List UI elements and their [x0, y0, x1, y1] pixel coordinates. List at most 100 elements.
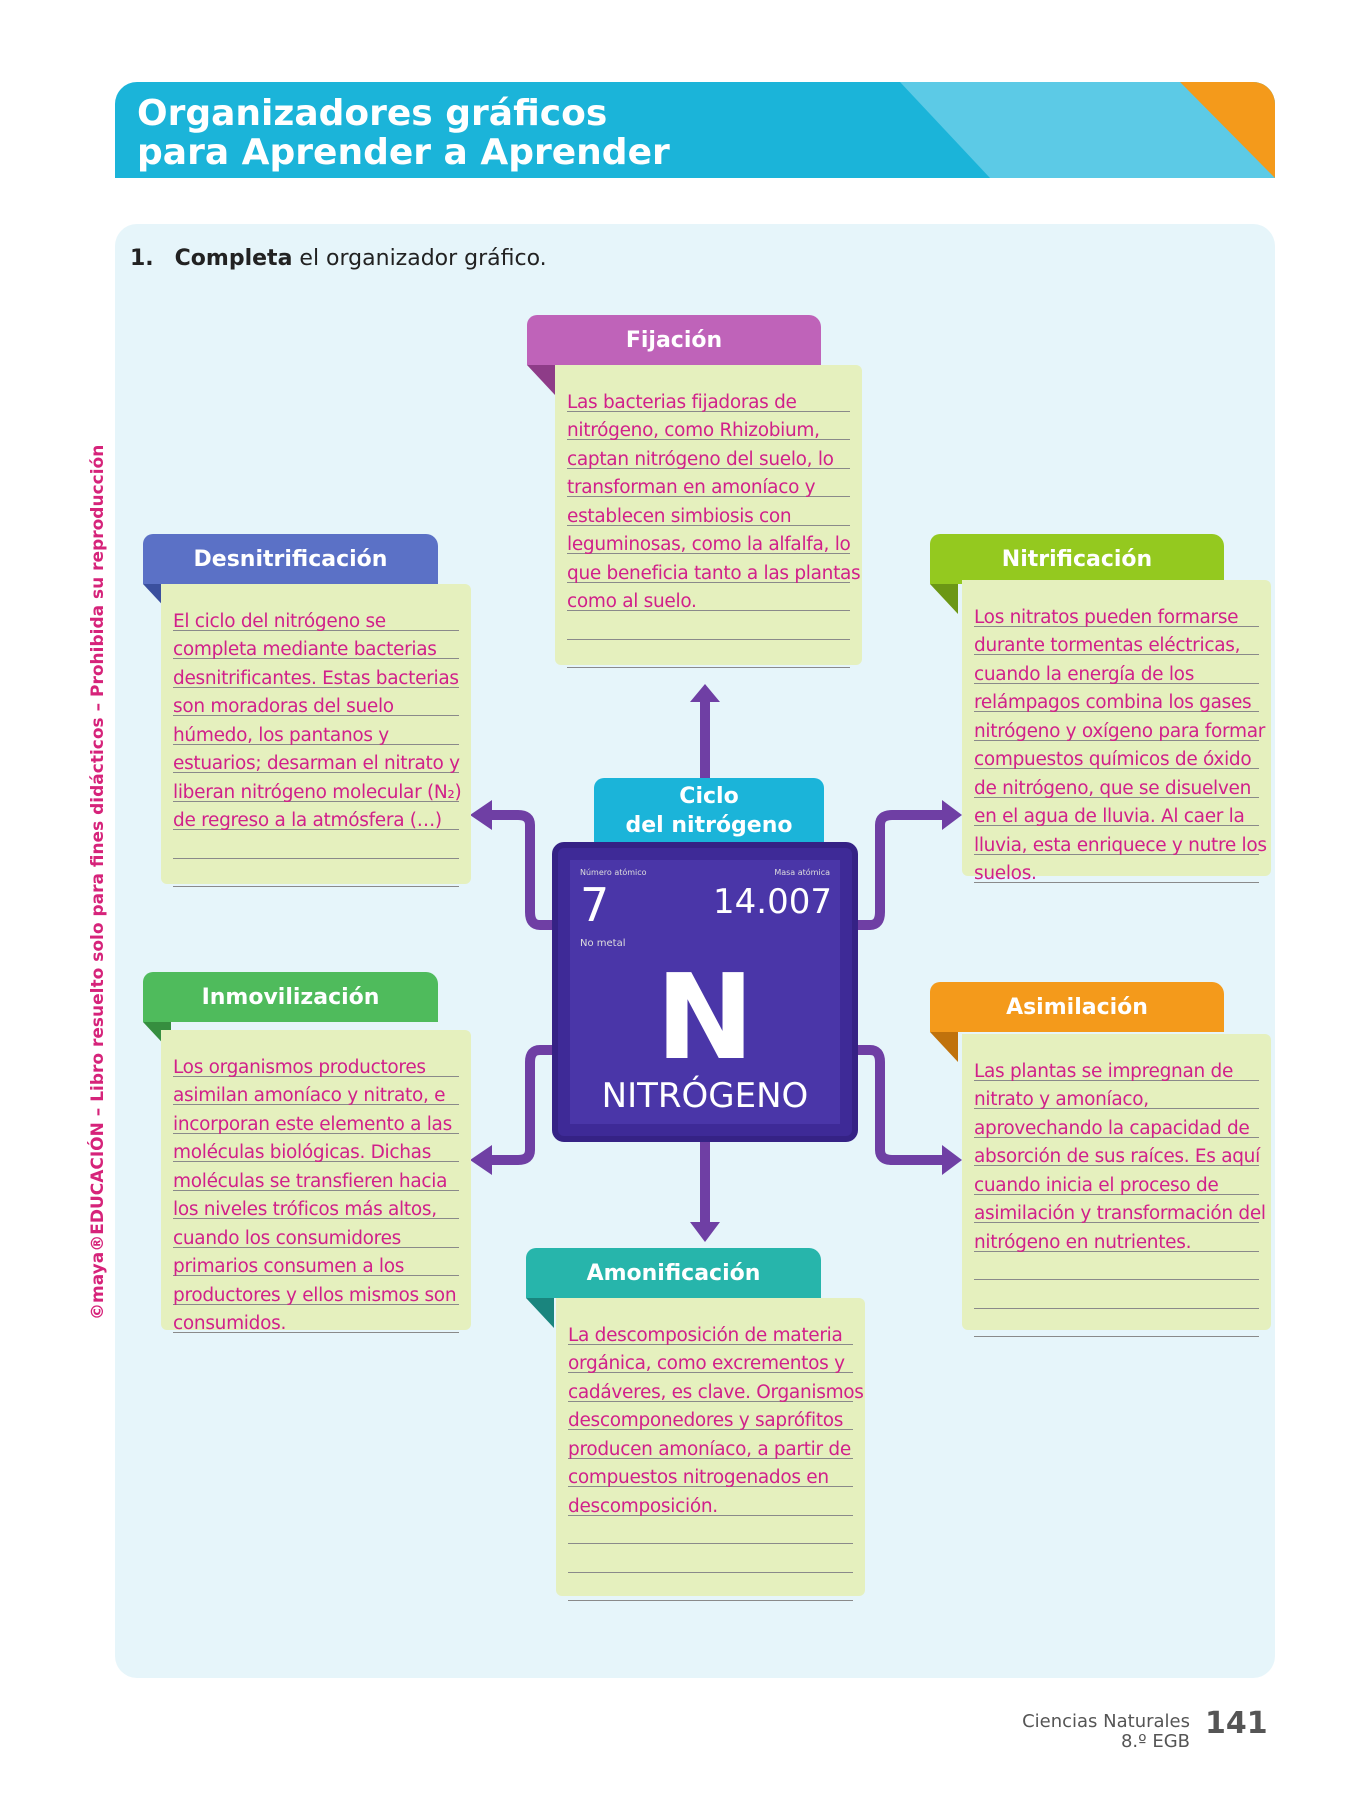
- center-title-tab: Ciclo del nitrógeno: [594, 778, 824, 844]
- desnitrificacion-tab: Desnitrificación: [143, 534, 438, 584]
- answer-text: nitrato y amoníaco,: [974, 1089, 1149, 1110]
- atomic-number-label: Número atómico: [580, 868, 647, 877]
- element-symbol: N: [655, 948, 755, 1086]
- answer-text: de nitrógeno, que se disuelven: [974, 777, 1252, 799]
- page-number: 141: [1205, 1706, 1268, 1741]
- answer-line: Los organismos productores: [173, 1048, 459, 1078]
- answer-text: transforman en amoníaco y: [567, 477, 816, 498]
- answer-line: húmedo, los pantanos y: [173, 716, 459, 746]
- inmovilizacion-tab: Inmovilización: [143, 972, 438, 1022]
- answer-line: de regreso a la atmósfera (…): [173, 802, 459, 831]
- dua-badge: DUA Acción y expresión: [950, 22, 1240, 74]
- answer-text: son moradoras del suelo: [173, 696, 394, 717]
- answer-line: nitrógeno y oxígeno para formar: [974, 712, 1265, 742]
- answer-text: cuando la energía de los: [974, 663, 1195, 685]
- nitrificacion-answer-lines: Los nitratos pueden formarse durante torm…: [974, 598, 1267, 884]
- fijacion-tab: Fijación: [527, 315, 821, 365]
- answer-line: [567, 611, 850, 640]
- answer-line: [568, 1516, 853, 1544]
- answer-line: Los nitratos pueden formarse: [974, 598, 1259, 628]
- nitrificacion-tab: Nitrificación: [930, 534, 1224, 584]
- asimilacion-box: Las plantas se impregnan de nitrato y amo…: [962, 1034, 1271, 1337]
- answer-text: productores y ellos mismos son: [173, 1284, 457, 1306]
- answer-line: los niveles tróficos más altos,: [173, 1191, 459, 1220]
- answer-text: estuarios; desarman el nitrato y: [173, 753, 460, 774]
- answer-line: [974, 1280, 1259, 1309]
- instruction: 1. Completa el organizador gráfico.: [130, 246, 547, 271]
- answer-text: incorporan este elemento a las: [173, 1113, 452, 1135]
- answer-text: El ciclo del nitrógeno se: [173, 610, 386, 632]
- answer-text: absorción de sus raíces. Es aquí: [974, 1146, 1260, 1167]
- element-name: NITRÓGENO: [601, 1076, 809, 1116]
- nitrificacion-box: Los nitratos pueden formarse durante torm…: [962, 580, 1271, 884]
- answer-text: compuestos químicos de óxido: [974, 749, 1252, 770]
- answer-line: como al suelo.: [567, 583, 850, 612]
- answer-text: moléculas se transfieren hacia: [173, 1170, 448, 1192]
- answer-line: cuando los consumidores: [173, 1219, 459, 1249]
- dua-label: DUA: [1066, 22, 1124, 50]
- atomic-number: 7: [580, 878, 610, 932]
- answer-text: descomponedores y saprófitos: [568, 1410, 844, 1431]
- answer-text: desnitrificantes. Estas bacterias: [173, 667, 459, 689]
- answer-text: producen amoníaco, a partir de: [568, 1438, 851, 1460]
- answer-line: orgánica, como excrementos y: [568, 1345, 853, 1374]
- answer-text: los niveles tróficos más altos,: [173, 1199, 437, 1220]
- answer-text: consumidos.: [173, 1313, 287, 1334]
- answer-line: Las bacterias fijadoras de: [567, 383, 850, 413]
- answer-text: captan nitrógeno del suelo, lo: [567, 448, 834, 470]
- answer-line: de nitrógeno, que se disuelven: [974, 769, 1259, 799]
- answer-text: asimilación y transformación del: [974, 1203, 1266, 1224]
- answer-line: productores y ellos mismos son: [173, 1276, 459, 1306]
- answer-text: Los organismos productores: [173, 1056, 426, 1078]
- footer-subject: Ciencias Naturales 8.º EGB: [1022, 1711, 1190, 1752]
- answer-text: leguminosas, como la alfalfa, lo: [567, 534, 851, 555]
- asimilacion-answer-lines: Las plantas se impregnan de nitrato y amo…: [974, 1052, 1266, 1337]
- answer-text: durante tormentas eléctricas,: [974, 635, 1241, 656]
- answer-text: nitrógeno, como Rhizobium,: [567, 420, 820, 441]
- dua-sublabel: Acción y expresión: [989, 50, 1201, 74]
- answer-line: asimilan amoníaco y nitrato, e: [173, 1077, 459, 1106]
- answer-text: lluvia, esta enriquece y nutre los: [974, 834, 1267, 856]
- fijacion-answer-lines: Las bacterias fijadoras de nitrógeno, com…: [567, 383, 861, 668]
- answer-line: transforman en amoníaco y: [567, 469, 850, 498]
- atomic-mass-label: Masa atómica: [774, 868, 830, 877]
- page-title: Organizadores gráficos para Aprender a A…: [137, 93, 670, 173]
- amonificacion-tab: Amonificación: [526, 1248, 821, 1298]
- answer-text: de regreso a la atmósfera (…): [173, 810, 442, 831]
- answer-text: liberan nitrógeno molecular (N₂): [173, 781, 462, 803]
- answer-line: moléculas biológicas. Dichas: [173, 1134, 459, 1163]
- atomic-mass: 14.007: [713, 882, 832, 922]
- answer-line: suelos.: [974, 855, 1259, 884]
- answer-line: que beneficia tanto a las plantas: [567, 554, 861, 584]
- answer-line: nitrato y amoníaco,: [974, 1081, 1259, 1110]
- answer-line: cuando inicia el proceso de: [974, 1166, 1259, 1196]
- answer-text: moléculas biológicas. Dichas: [173, 1142, 432, 1163]
- answer-line: nitrógeno en nutrientes.: [974, 1223, 1259, 1253]
- answer-line: [173, 830, 459, 859]
- answer-text: nitrógeno y oxígeno para formar: [974, 720, 1266, 742]
- answer-line: [567, 640, 850, 668]
- answer-text: orgánica, como excrementos y: [568, 1353, 845, 1374]
- answer-line: descomposición.: [568, 1487, 853, 1517]
- answer-line: cadáveres, es clave. Organismos: [568, 1373, 864, 1403]
- answer-line: La descomposición de materia: [568, 1316, 853, 1346]
- answer-text: como al suelo.: [567, 591, 697, 612]
- answer-line: consumidos.: [173, 1305, 459, 1334]
- answer-line: incorporan este elemento a las: [173, 1105, 459, 1135]
- answer-text: aprovechando la capacidad de: [974, 1117, 1250, 1139]
- answer-text: Las bacterias fijadoras de: [567, 391, 797, 413]
- answer-line: producen amoníaco, a partir de: [568, 1430, 853, 1460]
- answer-line: Las plantas se impregnan de: [974, 1052, 1259, 1082]
- answer-line: primarios consumen a los: [173, 1248, 459, 1277]
- answer-line: son moradoras del suelo: [173, 688, 459, 717]
- answer-line: en el agua de lluvia. Al caer la: [974, 798, 1259, 827]
- answer-line: aprovechando la capacidad de: [974, 1109, 1259, 1139]
- answer-line: durante tormentas eléctricas,: [974, 627, 1259, 656]
- answer-line: liberan nitrógeno molecular (N₂): [173, 773, 462, 803]
- answer-line: relámpagos combina los gases: [974, 684, 1259, 713]
- answer-line: estuarios; desarman el nitrato y: [173, 745, 460, 774]
- answer-line: absorción de sus raíces. Es aquí: [974, 1138, 1260, 1167]
